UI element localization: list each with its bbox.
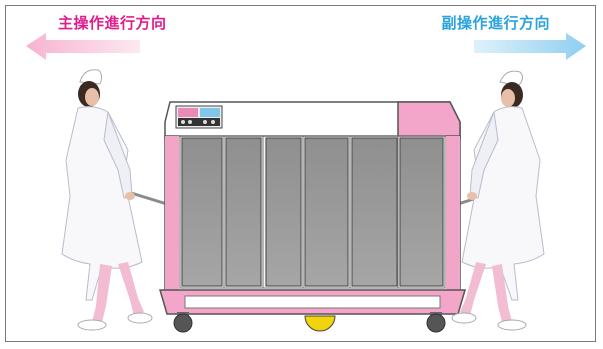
door-panels: [181, 137, 444, 287]
sub-direction-label: 副操作進行方向: [441, 14, 550, 32]
nurse-figure-right: [451, 70, 545, 331]
control-panel: [175, 105, 223, 129]
main-direction-label: 主操作進行方向: [58, 14, 167, 32]
caster-left: [173, 312, 193, 333]
caster-center: [304, 315, 336, 332]
arrow-left-icon: [26, 33, 140, 60]
meal-cart: [127, 101, 493, 333]
arrow-right-icon: [474, 33, 586, 60]
nurse-figure-left: [61, 69, 153, 331]
caster-right: [426, 312, 446, 333]
